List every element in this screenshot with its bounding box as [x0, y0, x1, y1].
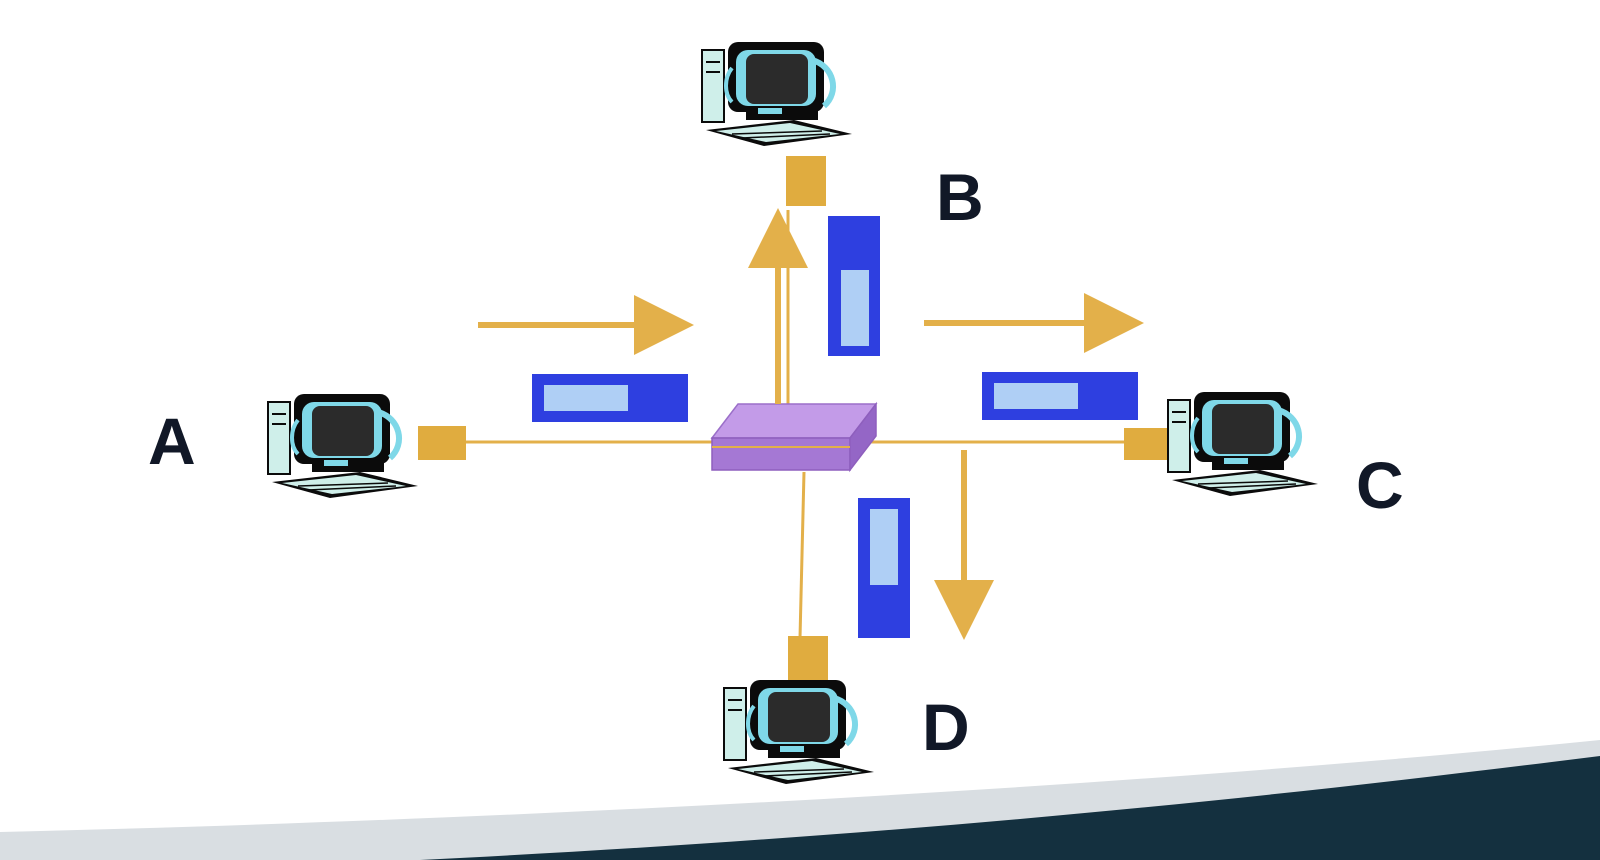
port-b: [786, 156, 826, 206]
node-label-c: C: [1356, 448, 1404, 522]
port-d: [788, 636, 828, 688]
frame-icon-c: [982, 372, 1138, 420]
node-label-d: D: [922, 690, 970, 764]
computer-icon-b: [702, 42, 852, 146]
node-label-a: A: [148, 404, 196, 478]
frame-icon-d: [858, 498, 910, 638]
frame-icon-a: [532, 374, 688, 422]
computer-icon-a: [268, 394, 418, 498]
switch-icon: [710, 401, 878, 473]
computer-icon-d: [724, 680, 874, 784]
node-label-b: B: [936, 160, 984, 234]
footer-band-dark: [420, 756, 1600, 860]
port-a: [418, 426, 466, 460]
computer-icon-c: [1168, 392, 1318, 496]
frame-icon-b: [828, 216, 880, 356]
link-d: [798, 471, 806, 639]
